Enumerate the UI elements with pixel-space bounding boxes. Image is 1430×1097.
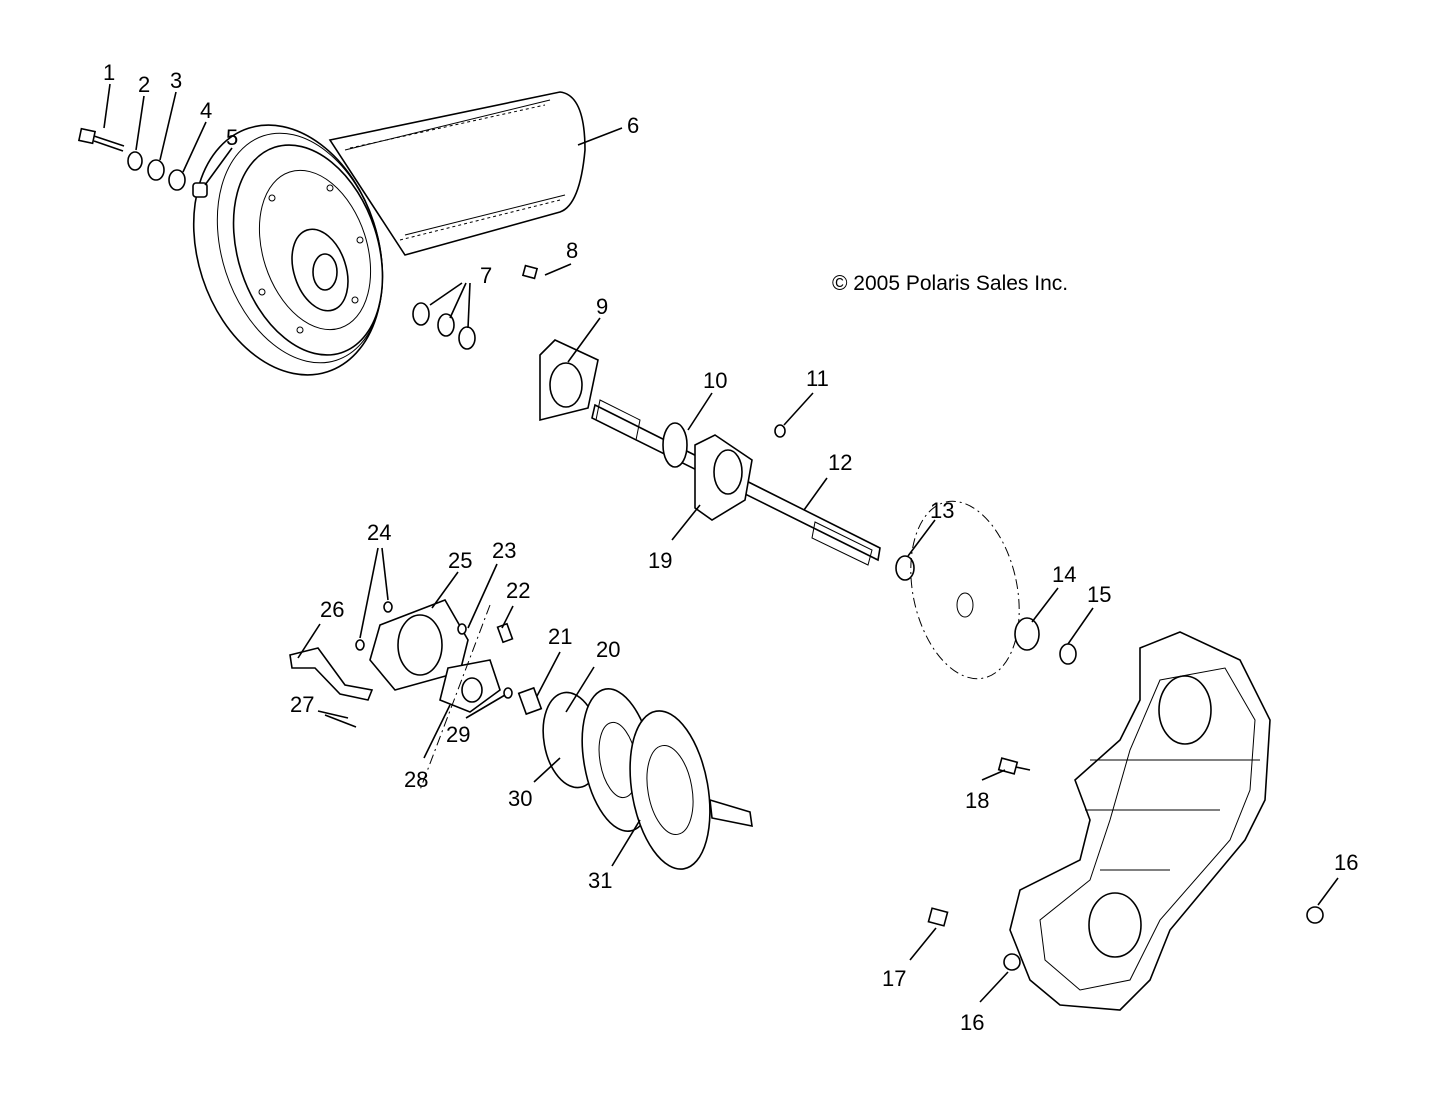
callout-22: 22 [506, 578, 530, 603]
callout-16a: 16 [1334, 850, 1358, 875]
callout-23: 23 [492, 538, 516, 563]
callout-31: 31 [588, 868, 612, 893]
callout-15: 15 [1087, 582, 1111, 607]
callout-6: 6 [627, 113, 639, 138]
jackshaft-assembly [521, 264, 1077, 680]
callout-20: 20 [596, 637, 620, 662]
gear-assembly [289, 599, 753, 870]
washers-7 [412, 302, 476, 350]
callout-29: 29 [446, 722, 470, 747]
callout-26: 26 [320, 597, 344, 622]
callout-14: 14 [1052, 562, 1076, 587]
drive-clutch [192, 91, 586, 376]
callouts: 1 2 3 4 5 6 7 8 9 10 11 12 13 14 15 16 1… [103, 60, 1358, 1035]
callout-4: 4 [200, 98, 212, 123]
callout-24: 24 [367, 520, 391, 545]
callout-8: 8 [566, 238, 578, 263]
callout-16b: 16 [960, 1010, 984, 1035]
callout-30: 30 [508, 786, 532, 811]
callout-2: 2 [138, 72, 150, 97]
callout-13: 13 [930, 498, 954, 523]
callout-21: 21 [548, 624, 572, 649]
callout-17: 17 [882, 966, 906, 991]
callout-12: 12 [828, 450, 852, 475]
callout-1: 1 [103, 60, 115, 85]
callout-19: 19 [648, 548, 672, 573]
copyright-notice: © 2005 Polaris Sales Inc. [832, 272, 1068, 295]
callout-10: 10 [703, 368, 727, 393]
leader-lines [103, 83, 1339, 1003]
callout-18: 18 [965, 788, 989, 813]
callout-7: 7 [480, 263, 492, 288]
callout-27: 27 [290, 692, 314, 717]
callout-9: 9 [596, 294, 608, 319]
callout-5: 5 [226, 125, 238, 150]
bolt-and-washers [77, 127, 208, 198]
callout-28: 28 [404, 767, 428, 792]
chaincase [927, 631, 1324, 1011]
callout-3: 3 [170, 68, 182, 93]
callout-25: 25 [448, 548, 472, 573]
callout-11: 11 [806, 366, 829, 391]
